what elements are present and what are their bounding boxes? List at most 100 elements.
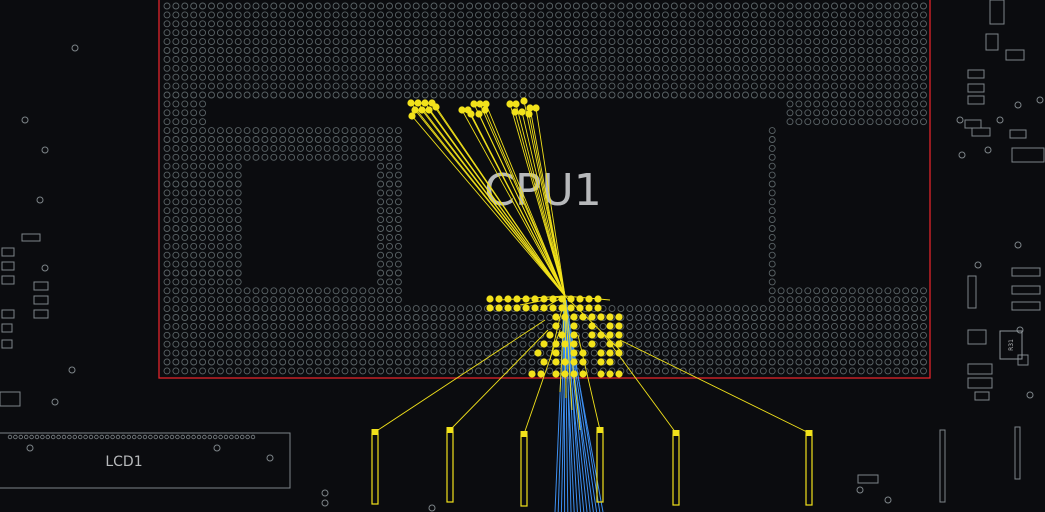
bga-pad bbox=[920, 367, 927, 375]
bga-pad bbox=[555, 47, 563, 54]
bga-pad bbox=[866, 55, 874, 63]
bga-pad bbox=[439, 47, 447, 54]
cpu1-component-outline[interactable] bbox=[158, 0, 931, 379]
selected-net-bottom-components[interactable] bbox=[371, 427, 813, 507]
bga-pad bbox=[750, 73, 758, 81]
bga-pad bbox=[163, 260, 171, 268]
bga-pad bbox=[501, 73, 509, 81]
bga-pad bbox=[208, 331, 215, 339]
bga-pad bbox=[911, 20, 919, 28]
bga-pad bbox=[786, 296, 794, 304]
bga-pad bbox=[537, 38, 545, 46]
bga-pad bbox=[314, 340, 322, 348]
bga-pad bbox=[314, 127, 322, 135]
bga-pad bbox=[475, 64, 482, 72]
bga-pad bbox=[163, 144, 171, 152]
bga-pad bbox=[252, 367, 260, 375]
bga-pad bbox=[902, 20, 910, 28]
bga-pad bbox=[305, 47, 313, 54]
bga-pad bbox=[777, 322, 785, 330]
bga-pad bbox=[394, 127, 402, 135]
bga-pad bbox=[163, 233, 171, 241]
bga-pad bbox=[163, 358, 171, 366]
bga-pad bbox=[377, 20, 385, 28]
bga-pad bbox=[377, 260, 385, 268]
lcd-pin bbox=[131, 434, 137, 440]
bga-pad bbox=[386, 349, 393, 357]
bga-pad bbox=[661, 367, 669, 375]
bga-pad bbox=[617, 82, 625, 90]
bga-pad bbox=[199, 260, 207, 268]
bga-pad bbox=[590, 91, 598, 99]
selected-pad bbox=[597, 349, 605, 357]
bga-pad bbox=[617, 11, 625, 19]
bga-pad bbox=[190, 127, 198, 135]
selected-pad bbox=[552, 313, 560, 321]
bga-pad bbox=[822, 367, 830, 375]
bga-pad bbox=[510, 91, 518, 99]
bga-pad bbox=[172, 287, 180, 295]
bga-pad bbox=[448, 38, 456, 46]
bga-pad bbox=[403, 29, 411, 37]
bga-pad bbox=[403, 82, 411, 90]
bga-pad bbox=[528, 11, 536, 19]
bga-pad bbox=[733, 340, 741, 348]
bga-pad bbox=[786, 55, 794, 63]
bga-pad bbox=[377, 278, 385, 286]
bga-pad bbox=[305, 20, 313, 28]
bga-pad bbox=[857, 322, 865, 330]
bga-pad bbox=[323, 64, 331, 72]
bga-pad bbox=[750, 349, 758, 357]
bga-pad bbox=[590, 2, 598, 10]
bga-pad bbox=[688, 38, 696, 46]
bga-pad bbox=[279, 340, 287, 348]
bga-pad bbox=[297, 29, 304, 37]
bga-pad bbox=[368, 73, 376, 81]
bga-pad bbox=[831, 82, 838, 90]
bga-pad bbox=[581, 91, 589, 99]
bga-pad bbox=[430, 349, 438, 357]
bga-pad bbox=[653, 305, 660, 313]
bga-pad bbox=[421, 305, 429, 313]
bga-pad bbox=[519, 367, 527, 375]
bga-pad bbox=[884, 64, 892, 72]
bga-pad bbox=[644, 82, 652, 90]
bga-pad bbox=[884, 55, 892, 63]
bga-pad bbox=[902, 314, 910, 321]
bga-pad bbox=[661, 73, 669, 81]
bga-pad bbox=[305, 287, 313, 295]
bga-pad bbox=[297, 47, 304, 54]
bga-pad bbox=[288, 153, 296, 161]
bga-pad bbox=[359, 82, 367, 90]
selected-net-pads[interactable] bbox=[407, 97, 623, 378]
lcd1-connector[interactable]: LCD1 bbox=[0, 432, 291, 489]
bga-pad bbox=[661, 322, 669, 330]
selected-pad bbox=[585, 295, 593, 303]
bga-pad bbox=[270, 136, 278, 143]
bga-pad bbox=[786, 340, 794, 348]
bga-pad bbox=[252, 314, 260, 321]
bga-pad bbox=[537, 73, 545, 81]
bga-pad bbox=[777, 73, 785, 81]
bga-pad bbox=[190, 278, 198, 286]
bga-pad bbox=[288, 91, 296, 99]
r31-component[interactable]: R31 bbox=[999, 330, 1023, 360]
bga-pad bbox=[911, 340, 919, 348]
lcd-pin bbox=[169, 434, 175, 440]
bga-pad bbox=[466, 340, 474, 348]
bga-pad bbox=[786, 29, 794, 37]
via bbox=[1016, 326, 1024, 334]
bga-pad bbox=[216, 64, 224, 72]
via bbox=[213, 444, 221, 452]
bga-pad bbox=[297, 64, 304, 72]
cpu-bga-pad-array[interactable] bbox=[163, 2, 927, 375]
bga-pad bbox=[635, 349, 643, 357]
bga-pad bbox=[768, 47, 776, 54]
bga-pad bbox=[893, 82, 901, 90]
bga-pad bbox=[394, 260, 402, 268]
bga-pad bbox=[528, 331, 536, 339]
selected-pad bbox=[570, 349, 578, 357]
bga-pad bbox=[412, 358, 420, 366]
bga-pad bbox=[875, 20, 883, 28]
